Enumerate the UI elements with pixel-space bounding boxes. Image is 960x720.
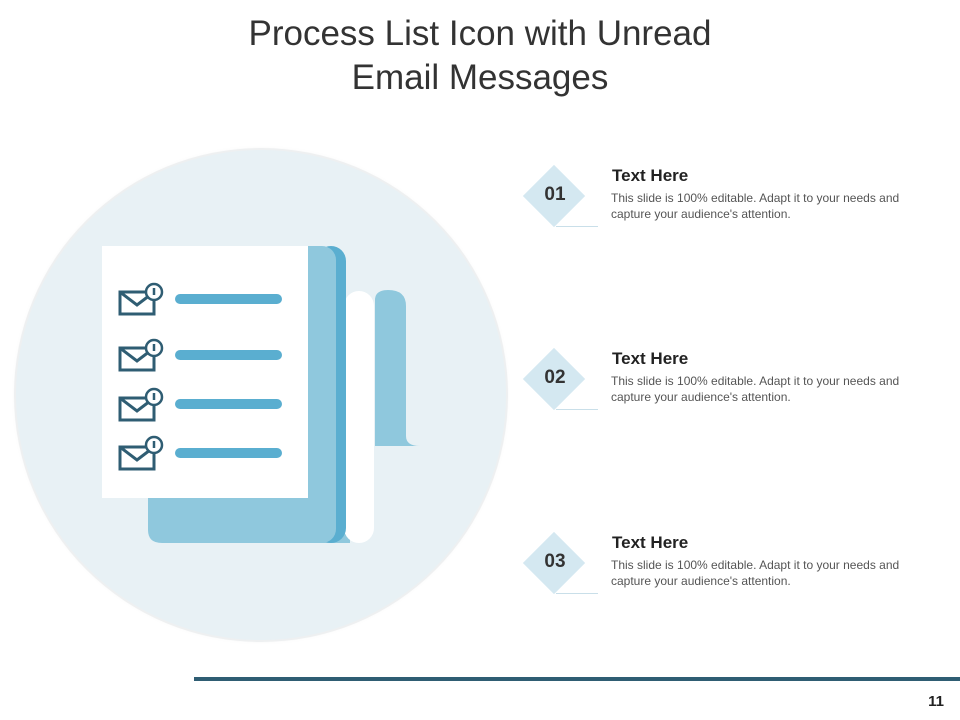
slide-title-line-1: Process List Icon with Unread [248, 14, 712, 53]
email-row-2 [118, 338, 282, 372]
badge-underline [556, 226, 598, 227]
email-line [175, 294, 282, 304]
email-row-4 [118, 435, 282, 471]
process-step-1: 01 Text Here This slide is 100% editable… [522, 164, 926, 246]
page-number: 11 [928, 693, 944, 710]
email-line [175, 350, 282, 360]
step-description: This slide is 100% editable. Adapt it to… [611, 558, 900, 588]
step-title: Text Here [612, 166, 689, 185]
step-title: Text Here [612, 533, 689, 552]
step-number-badge: 03 [522, 531, 598, 595]
front-page [102, 246, 308, 498]
step-number-badge: 01 [522, 164, 598, 228]
envelope-icon [118, 346, 156, 372]
footer-rule [194, 677, 960, 681]
email-row-3 [118, 387, 282, 422]
slide-title: Process List Icon with Unread Email Mess… [130, 12, 830, 100]
envelope-icon [118, 445, 156, 471]
envelope-icon [118, 396, 156, 422]
step-description: This slide is 100% editable. Adapt it to… [611, 191, 900, 221]
step-number-badge: 02 [522, 347, 598, 411]
slide-title-line-2: Email Messages [351, 58, 609, 97]
envelope-icon [118, 290, 156, 316]
process-step-3: 03 Text Here This slide is 100% editable… [522, 531, 926, 613]
step-number: 01 [544, 184, 566, 205]
step-description: This slide is 100% editable. Adapt it to… [611, 374, 900, 404]
step-title: Text Here [612, 349, 689, 368]
badge-underline [556, 409, 598, 410]
step-number: 03 [544, 551, 566, 572]
email-line [175, 448, 282, 458]
white-roll [344, 291, 374, 543]
email-line [175, 399, 282, 409]
back-sheet [375, 290, 420, 446]
process-step-2: 02 Text Here This slide is 100% editable… [522, 347, 926, 429]
email-row-1 [118, 282, 282, 316]
badge-underline [556, 593, 598, 594]
step-number: 02 [544, 367, 566, 388]
